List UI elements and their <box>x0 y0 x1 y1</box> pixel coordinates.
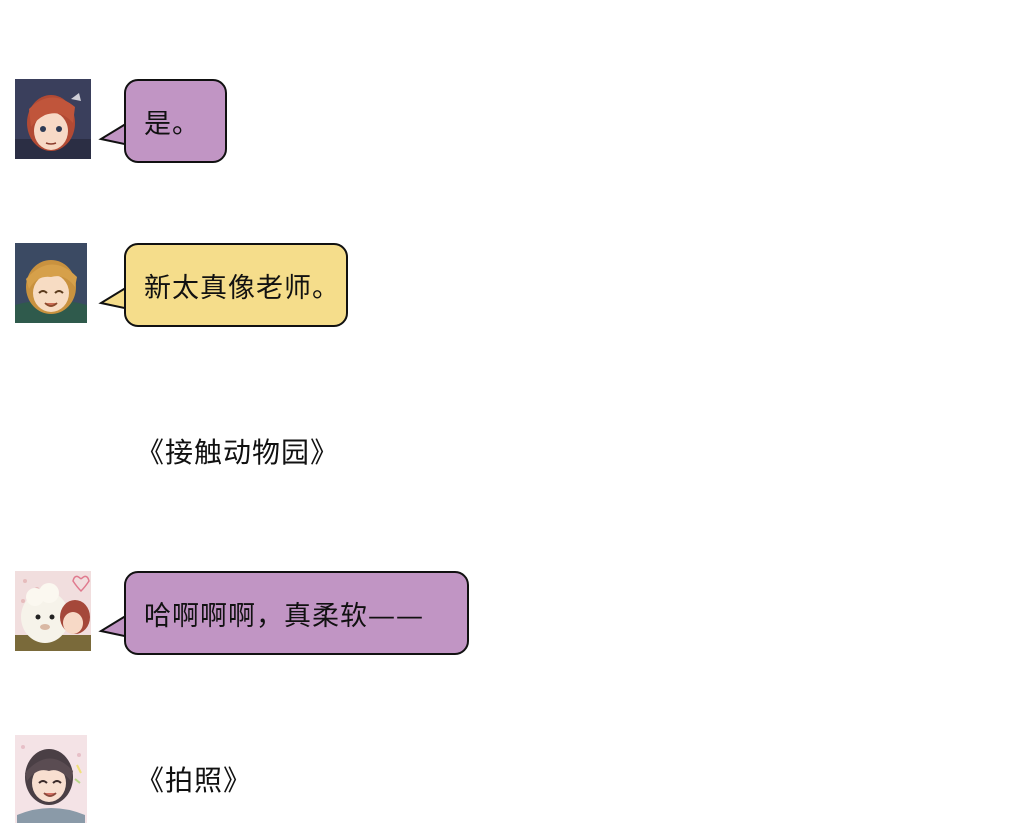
scene-caption: 《拍照》 <box>136 764 253 797</box>
speech-bubble: 是。 <box>124 79 227 163</box>
blond-boy-avatar <box>15 243 87 323</box>
bubble-tail <box>98 613 130 638</box>
speech-bubble: 哈啊啊啊，真柔软—— <box>124 571 469 655</box>
message-text: 新太真像老师。 <box>144 272 340 304</box>
scene-caption: 《接触动物园》 <box>136 436 340 469</box>
message-text: 哈啊啊啊，真柔软—— <box>144 600 424 632</box>
bubble-tail <box>98 121 130 146</box>
speech-bubble: 新太真像老师。 <box>124 243 348 327</box>
dark-haired-girl-avatar <box>15 735 87 823</box>
girl-hugging-alpaca-avatar <box>15 571 91 651</box>
bubble-tail <box>98 285 130 310</box>
red-haired-girl-avatar <box>15 79 91 159</box>
message-text: 是。 <box>144 108 200 140</box>
